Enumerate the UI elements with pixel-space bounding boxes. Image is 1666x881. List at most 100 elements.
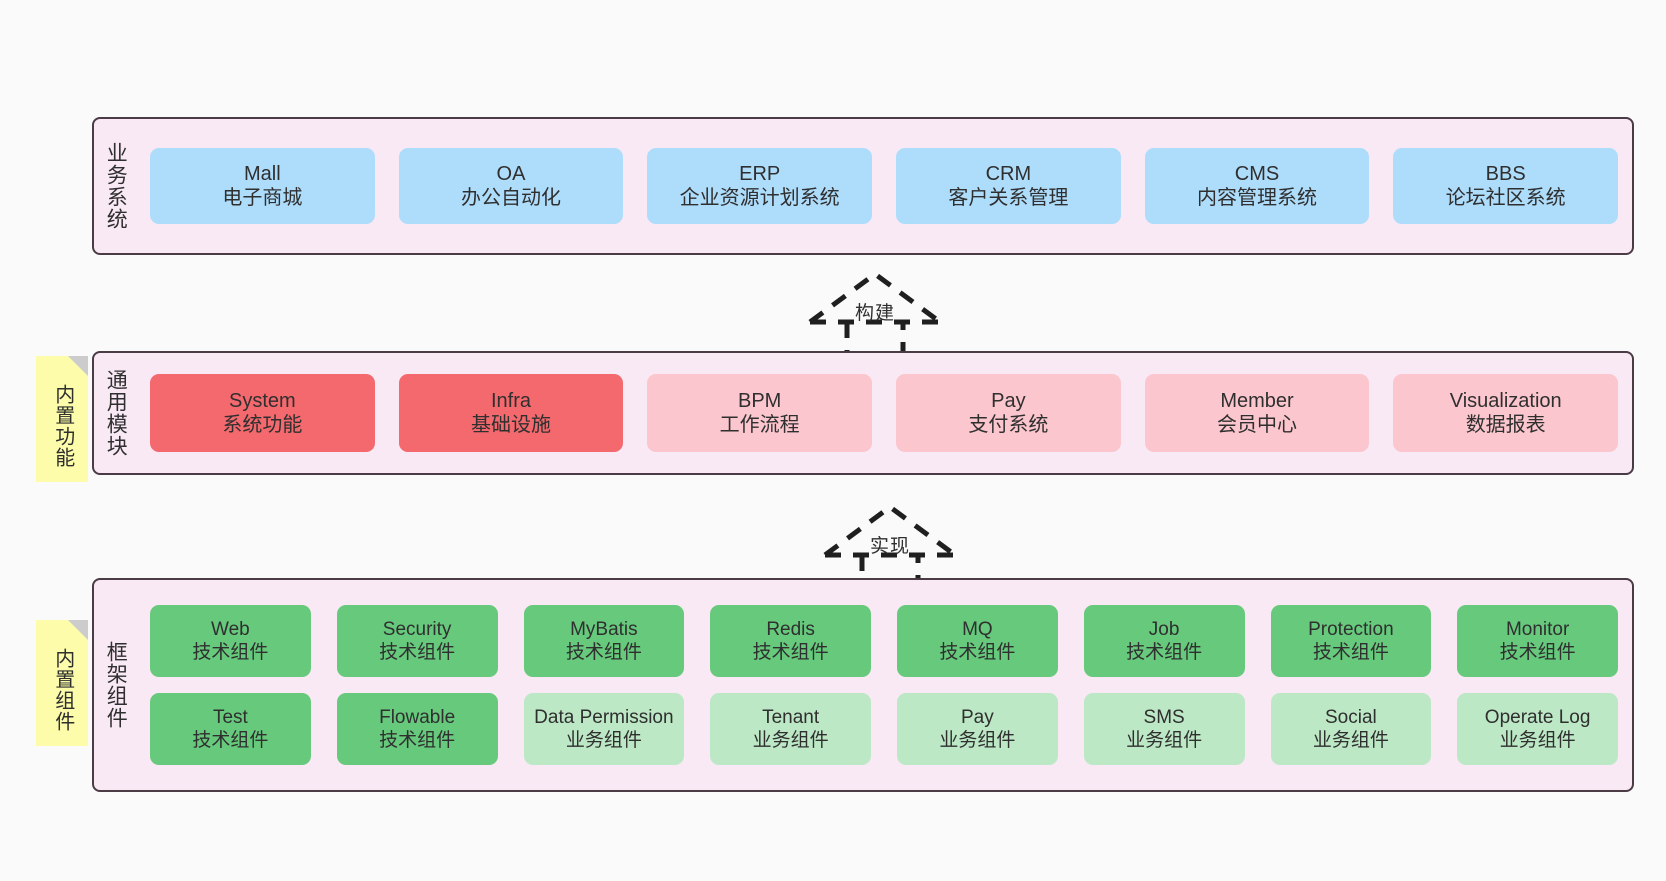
box-job-name: Job <box>1148 618 1180 640</box>
box-monitor-name: Monitor <box>1505 618 1570 640</box>
box-tenant-sub: 业务组件 <box>752 730 829 751</box>
layer-business-system-title: 业务系统 <box>104 142 128 230</box>
common-module-row: System 系统功能 Infra 基础设施 BPM 工作流程 Pay 支付系统… <box>150 374 1619 452</box>
box-test-name: Test <box>212 706 248 728</box>
box-security[interactable]: Security 技术组件 <box>336 605 498 677</box>
box-web[interactable]: Web 技术组件 <box>150 605 311 677</box>
box-member-name: Member <box>1220 389 1294 412</box>
box-mybatis-name: MyBatis <box>570 618 638 640</box>
box-mall[interactable]: Mall 电子商城 <box>150 148 375 224</box>
box-visualization-name: Visualization <box>1449 389 1562 412</box>
box-bbs[interactable]: BBS 论坛社区系统 <box>1393 148 1619 224</box>
layer-common-module: 通用模块 System 系统功能 Infra 基础设施 BPM 工作流程 Pay… <box>92 351 1634 475</box>
box-mq[interactable]: MQ 技术组件 <box>897 605 1058 677</box>
box-mq-name: MQ <box>962 618 993 640</box>
box-erp-name: ERP <box>739 162 781 185</box>
box-member-sub: 会员中心 <box>1217 414 1298 436</box>
connector-build: 构建 <box>800 262 950 357</box>
box-social[interactable]: Social 业务组件 <box>1270 693 1432 765</box>
box-oa-sub: 办公自动化 <box>461 187 561 209</box>
layer-framework-component: 框架组件 Web 技术组件 Security 技术组件 MyBatis 技术组件… <box>92 578 1634 792</box>
layer-business-system-body: Mall 电子商城 OA 办公自动化 ERP 企业资源计划系统 CRM 客户关系… <box>136 119 1632 253</box>
box-redis-sub: 技术组件 <box>752 642 829 663</box>
layer-common-module-body: System 系统功能 Infra 基础设施 BPM 工作流程 Pay 支付系统… <box>136 353 1632 473</box>
box-operate-log-name: Operate Log <box>1484 706 1591 728</box>
box-data-permission[interactable]: Data Permission 业务组件 <box>523 693 685 765</box>
box-mybatis-sub: 技术组件 <box>565 642 642 663</box>
box-oa[interactable]: OA 办公自动化 <box>398 148 624 224</box>
box-data-permission-sub: 业务组件 <box>565 730 642 751</box>
box-erp-sub: 企业资源计划系统 <box>679 187 840 209</box>
box-pay-module[interactable]: Pay 支付系统 <box>896 374 1121 452</box>
framework-technical-row: Web 技术组件 Security 技术组件 MyBatis 技术组件 Redi… <box>150 605 1618 677</box>
box-member[interactable]: Member 会员中心 <box>1144 374 1370 452</box>
connector-implement: 实现 <box>815 495 965 590</box>
layer-framework-component-title: 框架组件 <box>104 641 128 729</box>
box-tenant-name: Tenant <box>762 706 820 728</box>
box-redis[interactable]: Redis 技术组件 <box>710 605 871 677</box>
box-data-permission-name: Data Permission <box>534 706 674 728</box>
box-cms-name: CMS <box>1234 162 1280 185</box>
layer-common-module-title: 通用模块 <box>104 369 128 457</box>
box-system-sub: 系统功能 <box>222 414 303 436</box>
box-pay-module-name: Pay <box>991 389 1026 412</box>
box-pay-module-sub: 支付系统 <box>968 414 1049 436</box>
connector-implement-label: 实现 <box>869 536 911 557</box>
note-builtin-components: 内置组件 <box>36 620 88 746</box>
box-infra-sub: 基础设施 <box>471 414 551 436</box>
box-pay-component-sub: 业务组件 <box>939 730 1016 751</box>
box-test-sub: 技术组件 <box>192 730 269 751</box>
box-bpm-name: BPM <box>738 389 782 412</box>
layer-framework-component-body: Web 技术组件 Security 技术组件 MyBatis 技术组件 Redi… <box>136 580 1632 790</box>
box-cms[interactable]: CMS 内容管理系统 <box>1144 148 1370 224</box>
box-security-sub: 技术组件 <box>379 642 456 663</box>
box-infra-name: Infra <box>490 389 532 412</box>
box-pay-component-name: Pay <box>961 706 994 728</box>
box-flowable[interactable]: Flowable 技术组件 <box>336 693 498 765</box>
box-infra[interactable]: Infra 基础设施 <box>398 374 624 452</box>
box-monitor-sub: 技术组件 <box>1499 642 1576 663</box>
box-cms-sub: 内容管理系统 <box>1197 187 1318 209</box>
box-flowable-name: Flowable <box>379 706 456 728</box>
box-protection[interactable]: Protection 技术组件 <box>1270 605 1432 677</box>
box-tenant[interactable]: Tenant 业务组件 <box>710 693 871 765</box>
box-pay-component[interactable]: Pay 业务组件 <box>897 693 1058 765</box>
box-crm[interactable]: CRM 客户关系管理 <box>896 148 1121 224</box>
box-mall-sub: 电子商城 <box>222 187 303 209</box>
box-sms[interactable]: SMS 业务组件 <box>1083 693 1245 765</box>
box-bpm[interactable]: BPM 工作流程 <box>647 374 873 452</box>
note-builtin-components-label: 内置组件 <box>51 648 74 732</box>
box-visualization[interactable]: Visualization 数据报表 <box>1393 374 1619 452</box>
box-protection-sub: 技术组件 <box>1312 642 1389 663</box>
box-crm-sub: 客户关系管理 <box>948 187 1069 209</box>
box-sms-sub: 业务组件 <box>1126 730 1203 751</box>
box-job[interactable]: Job 技术组件 <box>1083 605 1245 677</box>
box-monitor[interactable]: Monitor 技术组件 <box>1457 605 1618 677</box>
box-bbs-name: BBS <box>1485 162 1526 185</box>
note-builtin-features: 内置功能 <box>36 356 88 482</box>
layer-business-system: 业务系统 Mall 电子商城 OA 办公自动化 ERP 企业资源计划系统 CRM… <box>92 117 1634 255</box>
box-bbs-sub: 论坛社区系统 <box>1445 187 1566 209</box>
box-visualization-sub: 数据报表 <box>1465 414 1546 436</box>
box-web-sub: 技术组件 <box>192 642 269 663</box>
box-erp[interactable]: ERP 企业资源计划系统 <box>647 148 873 224</box>
box-redis-name: Redis <box>766 618 815 640</box>
box-operate-log[interactable]: Operate Log 业务组件 <box>1457 693 1618 765</box>
box-crm-name: CRM <box>985 162 1032 185</box>
box-mall-name: Mall <box>244 162 281 185</box>
box-flowable-sub: 技术组件 <box>379 730 456 751</box>
box-test[interactable]: Test 技术组件 <box>150 693 311 765</box>
box-social-sub: 业务组件 <box>1312 730 1389 751</box>
box-sms-name: SMS <box>1143 706 1185 728</box>
box-oa-name: OA <box>496 162 526 185</box>
framework-business-row: Test 技术组件 Flowable 技术组件 Data Permission … <box>150 693 1618 765</box>
box-operate-log-sub: 业务组件 <box>1499 730 1576 751</box>
box-mq-sub: 技术组件 <box>939 642 1016 663</box>
box-protection-name: Protection <box>1308 618 1394 640</box>
box-system-name: System <box>228 389 296 412</box>
box-job-sub: 技术组件 <box>1126 642 1203 663</box>
box-mybatis[interactable]: MyBatis 技术组件 <box>523 605 685 677</box>
box-system[interactable]: System 系统功能 <box>150 374 375 452</box>
box-security-name: Security <box>382 618 452 640</box>
